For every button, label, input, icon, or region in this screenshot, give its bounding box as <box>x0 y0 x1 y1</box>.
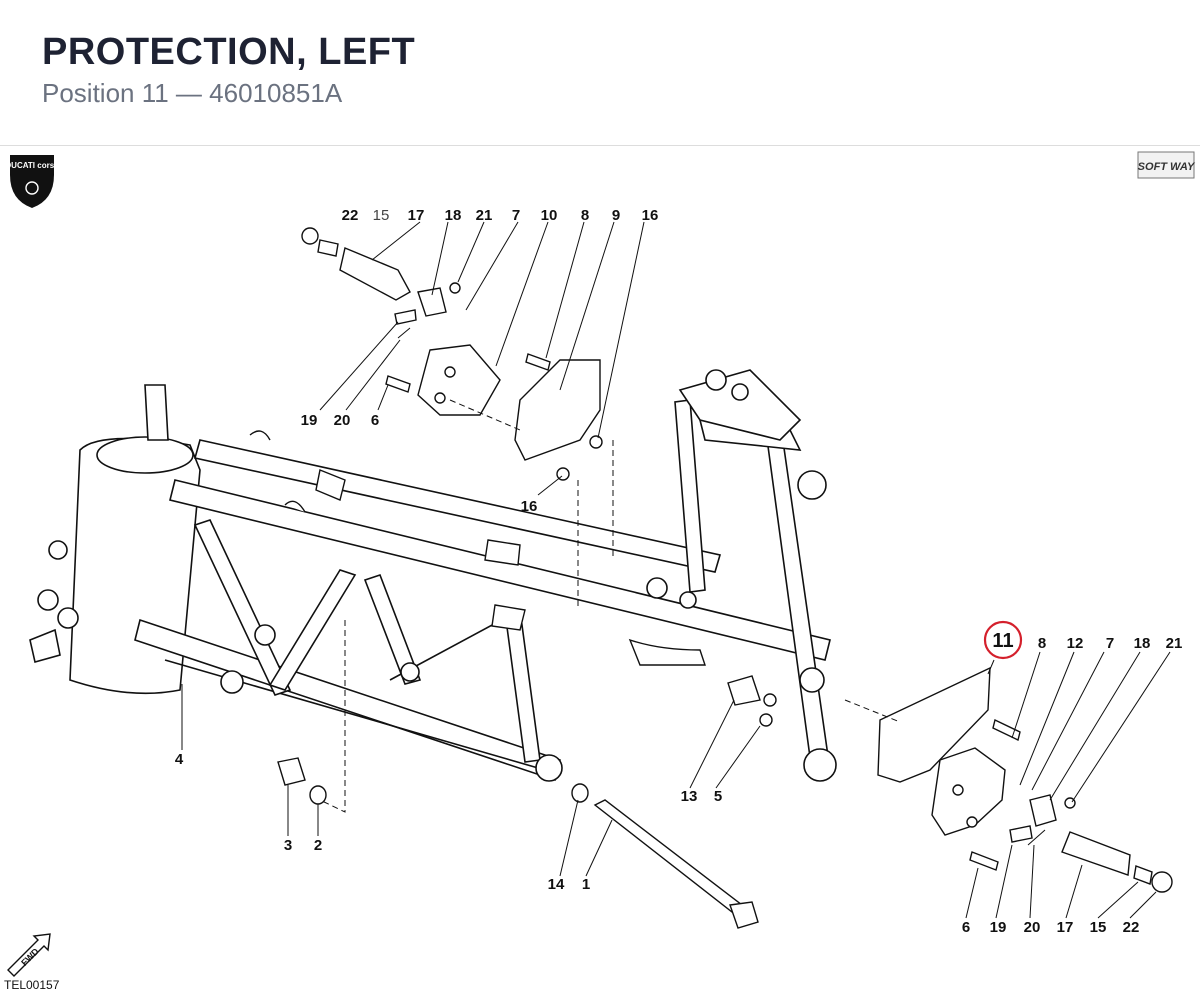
callout-label: 1 <box>582 876 590 893</box>
page-title: PROTECTION, LEFT <box>42 31 416 73</box>
callout-label: 20 <box>334 412 351 429</box>
callout-label: 4 <box>175 751 184 768</box>
callout-label: 2 <box>314 837 322 854</box>
callout-label: 16 <box>521 498 538 515</box>
header-divider <box>0 145 1200 146</box>
callout-label: 8 <box>581 207 589 224</box>
callout-label: 19 <box>990 919 1007 936</box>
callout-label: 3 <box>284 837 292 854</box>
softway-logo: SOFT WAY <box>1137 151 1196 179</box>
callout-label-highlighted: 11 <box>992 630 1013 652</box>
drawing-code: TEL00157 <box>4 978 60 992</box>
callout-labels: 22 15 17 18 21 7 10 8 9 16 19 20 6 16 4 … <box>175 207 1183 936</box>
leader-lines <box>181 221 1171 919</box>
protection-plate-11 <box>877 666 991 783</box>
callout-label: 19 <box>301 412 318 429</box>
callout-label: 16 <box>642 207 659 224</box>
fwd-arrow-icon: FWD <box>7 933 51 977</box>
highlight-ring <box>983 620 1023 660</box>
callout-label: 10 <box>541 207 558 224</box>
callout-label: 22 <box>342 207 359 224</box>
callout-label: 22 <box>1123 919 1140 936</box>
callout-label: 13 <box>681 788 698 805</box>
callout-label: 21 <box>476 207 493 224</box>
trellis-frame <box>29 369 837 782</box>
callout-label: 9 <box>612 207 620 224</box>
callout-label: 6 <box>962 919 970 936</box>
loose-parts <box>277 620 777 929</box>
softway-logo-text: SOFT WAY <box>1138 161 1196 173</box>
callout-label: 7 <box>512 207 520 224</box>
page-header: PROTECTION, LEFT Position 11 — 46010851A <box>42 30 415 110</box>
callout-label: 21 <box>1166 635 1183 652</box>
callout-label: 17 <box>408 207 425 224</box>
callout-label: 6 <box>371 412 379 429</box>
callout-label: 20 <box>1024 919 1041 936</box>
lower-right-protection-assembly <box>844 666 1173 893</box>
upper-footrest-assembly <box>301 227 614 610</box>
callout-label: 17 <box>1057 919 1074 936</box>
callout-label: 8 <box>1038 635 1046 652</box>
callout-label: 18 <box>1134 635 1151 652</box>
callout-label: 18 <box>445 207 462 224</box>
callout-label: 14 <box>548 876 565 893</box>
callout-label: 15 <box>1090 919 1107 936</box>
page-subtitle: Position 11 — 46010851A <box>42 78 343 108</box>
ducati-logo-text: DUCATI corse <box>5 161 59 170</box>
callout-label: 15 <box>373 207 390 224</box>
callout-label: 12 <box>1067 635 1084 652</box>
ducati-corse-logo: DUCATI corse <box>5 155 59 208</box>
callout-label: 5 <box>714 788 722 805</box>
callout-label: 7 <box>1106 635 1114 652</box>
